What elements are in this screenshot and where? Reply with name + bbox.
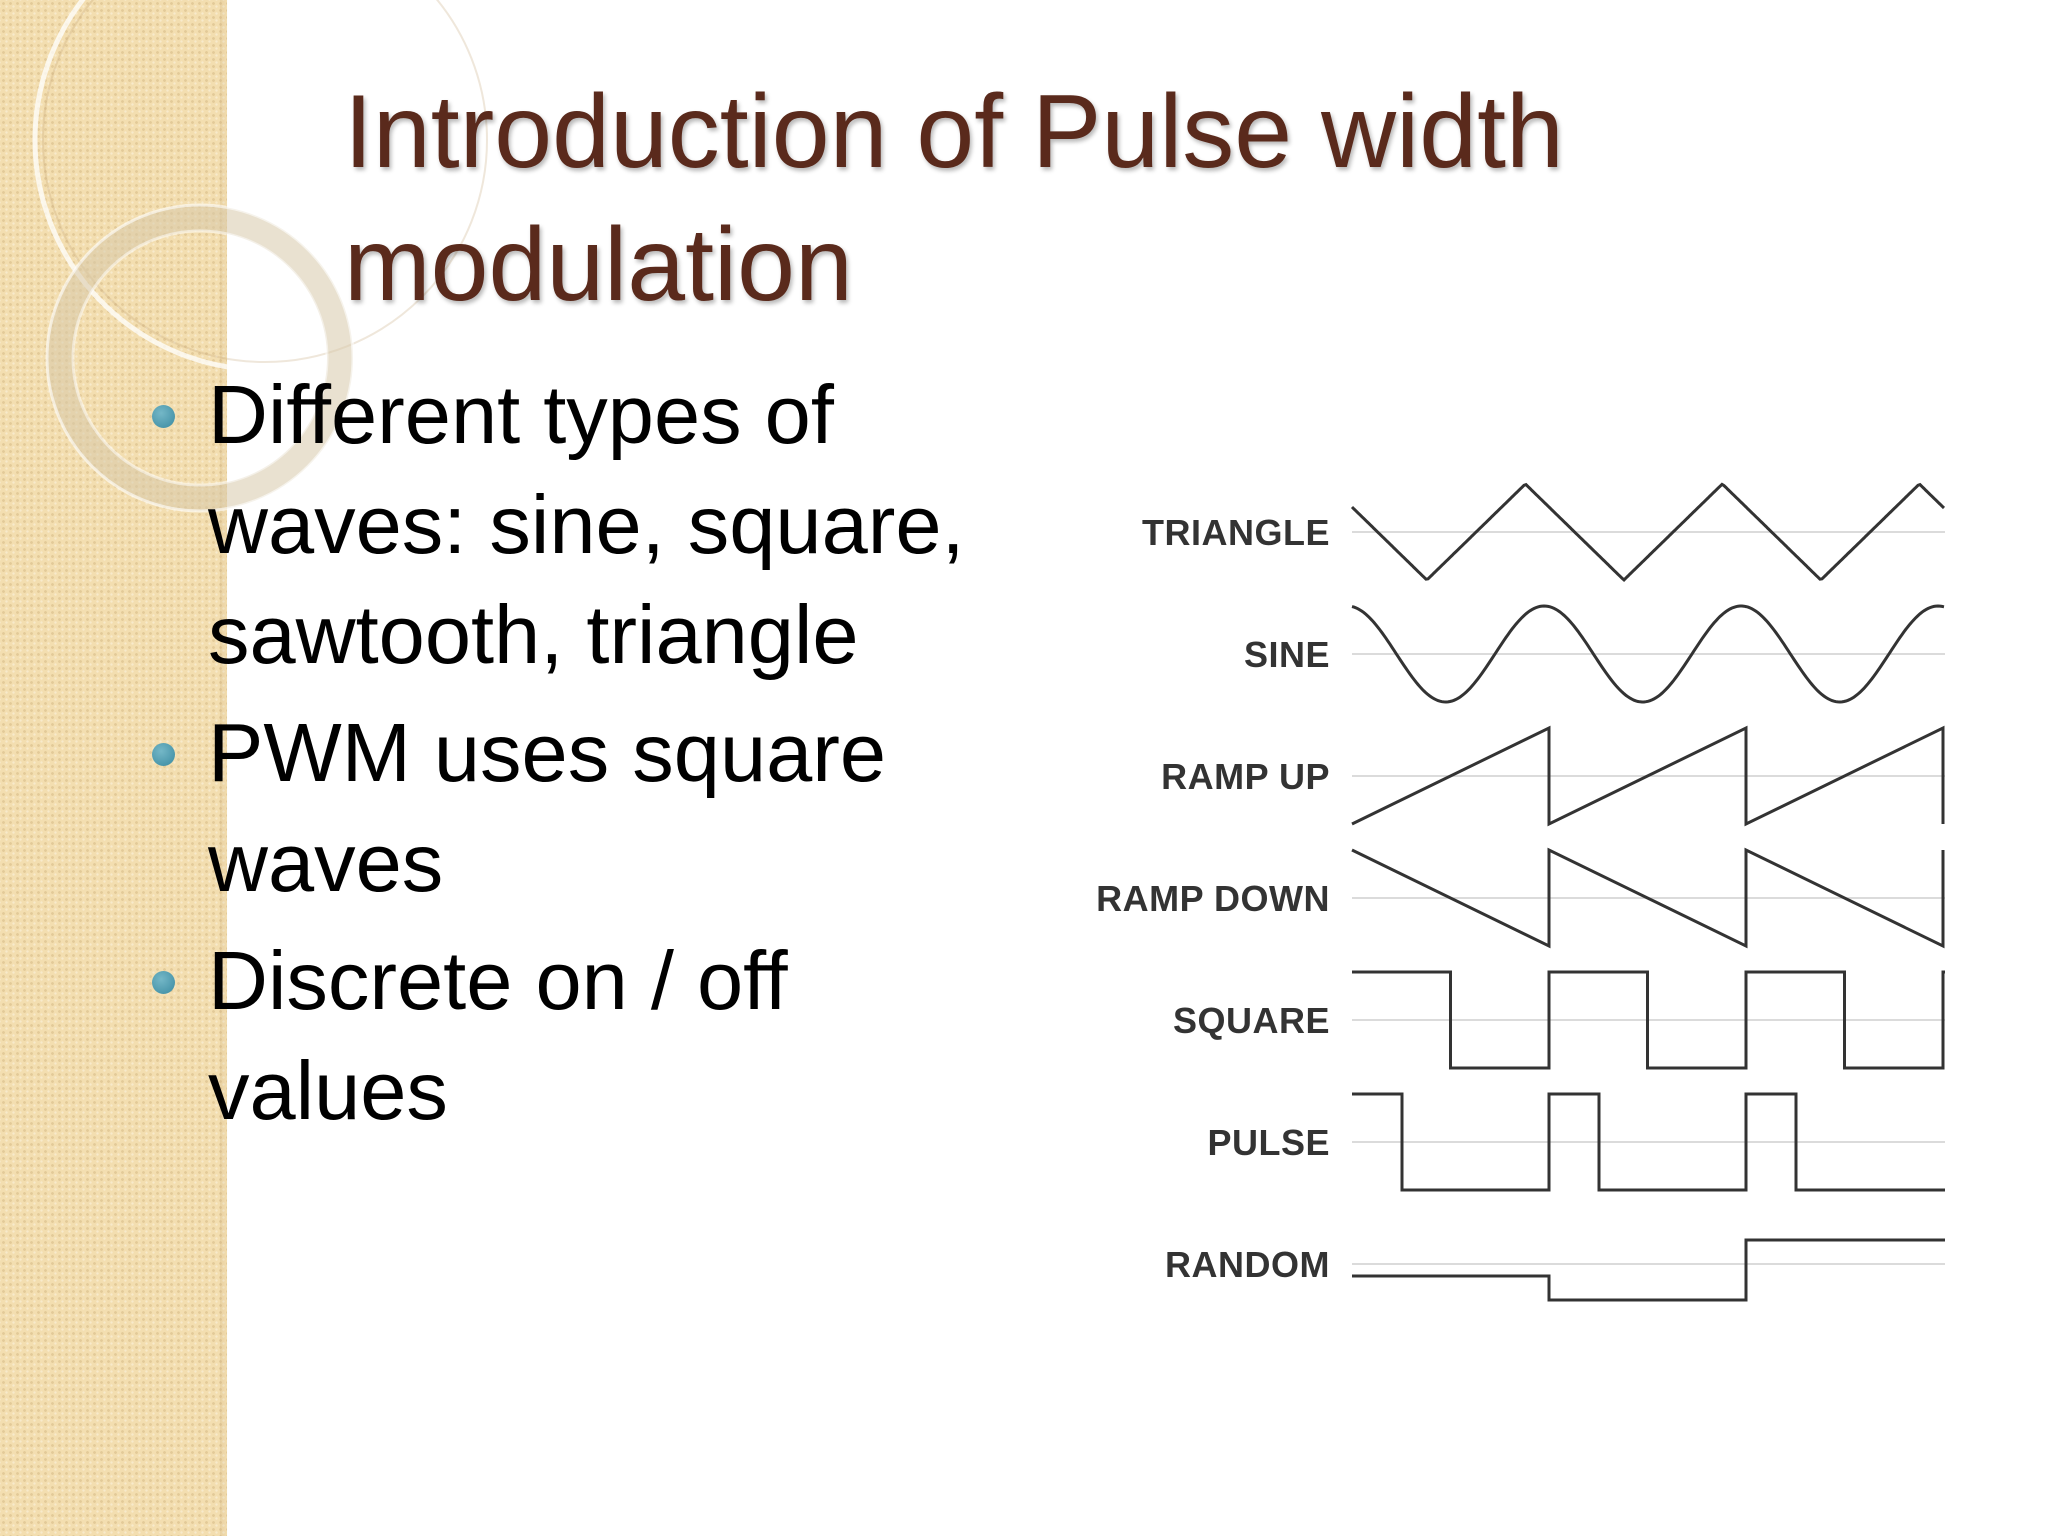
wave-row-ramp_down: RAMP DOWN [1096,847,1945,949]
wave-trace [1352,970,1945,1070]
wave-row-random: RANDOM [1165,1238,1945,1302]
waveform-svg: TRIANGLE SINE RAMP UP RAMP DOWN SQUARE PULSE R… [1096,482,1946,1302]
bullet-dot-icon [152,743,175,766]
bullet-1-line-3: sawtooth, triangle [208,588,859,681]
wave-row-square: SQUARE [1173,970,1945,1070]
bullet-item-discrete: Discrete on / off values [140,926,1040,1146]
bullet-dot-icon [152,971,175,994]
wave-label: RANDOM [1165,1244,1330,1285]
bullet-list: Different types of waves: sine, square, … [140,360,1040,1154]
wave-label: TRIANGLE [1142,512,1330,553]
decorative-rings [32,0,498,513]
bullet-dot-icon [152,405,175,428]
wave-label: RAMP DOWN [1096,878,1330,919]
bullet-item-pwm: PWM uses square waves [140,698,1040,918]
wave-trace [1351,725,1945,827]
wave-label: RAMP UP [1161,756,1330,797]
bullet-3-line-1: Discrete on / off [208,934,788,1027]
bullet-item-wave-types: Different types of waves: sine, square, … [140,360,1040,690]
wave-trace [1351,847,1945,949]
wave-label: SINE [1244,634,1330,675]
wave-trace [1352,1238,1945,1302]
waveform-diagram: TRIANGLE SINE RAMP UP RAMP DOWN SQUARE PULSE R… [1030,450,1960,1330]
title-line-1: Introduction of Pulse width [344,74,1564,190]
wave-trace [1352,1092,1945,1192]
bullet-1-line-2: waves: sine, square, [208,478,965,571]
bullet-2-line-1: PWM uses square [208,706,887,799]
wave-row-sine: SINE [1244,604,1945,704]
wave-trace [1350,482,1946,582]
wave-row-ramp_up: RAMP UP [1161,725,1945,827]
wave-label: SQUARE [1173,1000,1330,1041]
bullet-2-line-2: waves [208,816,444,909]
bullet-1-line-1: Different types of [208,368,834,461]
wave-row-triangle: TRIANGLE [1142,482,1946,582]
wave-label: PULSE [1207,1122,1330,1163]
title-line-2: modulation [344,207,853,323]
bullet-3-line-2: values [208,1044,448,1137]
wave-row-pulse: PULSE [1207,1092,1945,1192]
sidebar-edge [220,0,228,1536]
wave-trace [1351,604,1945,704]
slide-title: Introduction of Pulse width modulation [344,66,1844,332]
